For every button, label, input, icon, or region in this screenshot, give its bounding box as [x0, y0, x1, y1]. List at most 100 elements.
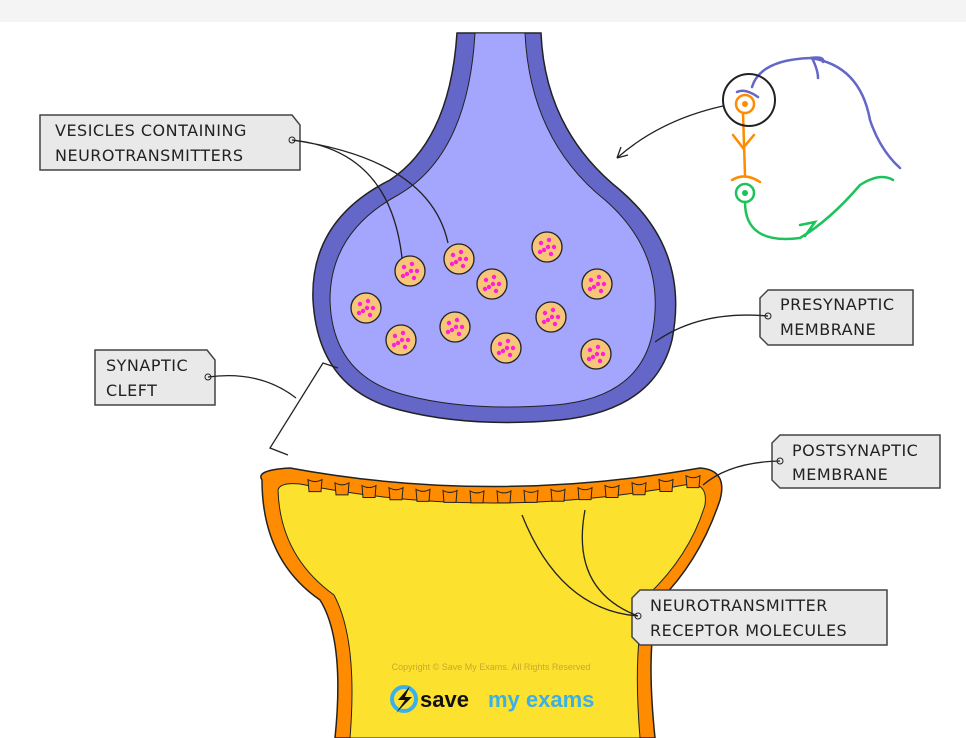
neurotransmitter — [550, 307, 556, 313]
neurotransmitter — [500, 348, 506, 354]
label-receptor-molecules: NEUROTRANSMITTER RECEPTOR MOLECULES — [631, 589, 888, 646]
svg-text:save: save — [420, 687, 469, 712]
vesicle-arrows — [291, 139, 449, 259]
neurotransmitter — [399, 337, 405, 343]
neurotransmitter — [365, 298, 371, 304]
neurotransmitter — [409, 261, 415, 267]
neurotransmitter — [595, 281, 601, 287]
svg-text:my exams: my exams — [488, 687, 594, 712]
neurotransmitter — [392, 333, 398, 339]
top-band — [0, 0, 966, 22]
neurotransmitter — [400, 330, 406, 336]
neurotransmitter — [482, 286, 488, 292]
label-postsynaptic-membrane: POSTSYNAPTIC MEMBRANE — [771, 434, 941, 489]
neurotransmitter — [549, 314, 555, 320]
neurotransmitter — [497, 341, 503, 347]
vesicle — [385, 324, 417, 356]
vesicle — [476, 268, 508, 300]
neurotransmitter — [453, 259, 459, 265]
receptor-molecule — [523, 489, 539, 503]
neurotransmitter — [537, 249, 543, 255]
label-synaptic-cleft: SYNAPTIC CLEFT — [94, 349, 216, 406]
receptor-molecule — [388, 486, 404, 501]
neurotransmitter — [456, 331, 462, 337]
svg-text:POSTSYNAPTIC: POSTSYNAPTIC — [792, 441, 918, 460]
svg-text:MEMBRANE: MEMBRANE — [780, 320, 876, 339]
neurotransmitter — [541, 247, 547, 253]
neurotransmitter — [370, 305, 376, 311]
neurotransmitter — [360, 308, 366, 314]
neurotransmitter — [486, 284, 492, 290]
vesicle — [531, 231, 563, 263]
receptor-molecule — [334, 481, 350, 496]
vesicle — [580, 338, 612, 370]
neurotransmitter — [505, 338, 511, 344]
vesicle — [535, 301, 567, 333]
presynaptic-neuron — [312, 32, 677, 424]
vesicle — [581, 268, 613, 300]
neurotransmitter — [450, 252, 456, 258]
neurotransmitter — [548, 251, 554, 257]
svg-text:PRESYNAPTIC: PRESYNAPTIC — [780, 295, 895, 314]
neurotransmitter — [546, 237, 552, 243]
neurotransmitter — [600, 351, 606, 357]
vesicle — [439, 311, 471, 343]
neurotransmitter — [587, 286, 593, 292]
receptor-molecule — [415, 488, 431, 502]
vesicle — [490, 332, 522, 364]
neurotransmitter — [454, 317, 460, 323]
neurotransmitter — [601, 281, 607, 287]
save-my-exams-logo: save my exams — [390, 685, 594, 713]
label-presynaptic-membrane: PRESYNAPTIC MEMBRANE — [759, 289, 914, 346]
neurotransmitter — [402, 344, 408, 350]
vesicle — [350, 292, 382, 324]
neurotransmitter — [401, 264, 407, 270]
svg-text:NEUROTRANSMITTER: NEUROTRANSMITTER — [650, 596, 828, 615]
neurotransmitter — [367, 312, 373, 318]
zoom-arrow — [616, 105, 724, 159]
neurotransmitter — [504, 345, 510, 351]
neurotransmitter — [491, 274, 497, 280]
neuron-pathway-icon — [722, 56, 902, 241]
neurotransmitter — [493, 288, 499, 294]
neurotransmitter — [404, 271, 410, 277]
neurotransmitter — [598, 288, 604, 294]
label-vesicles: VESICLES CONTAINING NEUROTRANSMITTERS — [39, 114, 301, 171]
receptor-molecule — [658, 478, 674, 492]
neurotransmitter — [460, 263, 466, 269]
neurotransmitter — [408, 268, 414, 274]
receptor-molecule — [361, 484, 377, 499]
neurotransmitter — [545, 244, 551, 250]
neurotransmitter — [551, 244, 557, 250]
neurotransmitter — [405, 337, 411, 343]
svg-text:CLEFT: CLEFT — [106, 381, 157, 400]
neurotransmitter — [463, 256, 469, 262]
neurotransmitter — [552, 321, 558, 327]
receptor-molecule — [631, 481, 647, 496]
neurotransmitter — [541, 319, 547, 325]
neurotransmitter — [510, 345, 516, 351]
neurotransmitter — [449, 327, 455, 333]
neurotransmitter — [587, 347, 593, 353]
copyright-text: Copyright © Save My Exams. All Rights Re… — [392, 662, 591, 672]
neurotransmitter — [459, 324, 465, 330]
svg-text:NEUROTRANSMITTERS: NEUROTRANSMITTERS — [55, 146, 243, 165]
neurotransmitter — [590, 354, 596, 360]
vesicle — [394, 255, 426, 287]
neurotransmitter — [445, 329, 451, 335]
receptor-molecule — [496, 490, 512, 504]
neurotransmitter — [457, 256, 463, 262]
receptor-molecule — [604, 484, 620, 498]
neurotransmitter — [395, 340, 401, 346]
neurotransmitter — [538, 240, 544, 246]
neurotransmitter — [446, 320, 452, 326]
neurotransmitter — [483, 277, 489, 283]
neurotransmitter — [591, 284, 597, 290]
neurotransmitter — [588, 277, 594, 283]
vesicle — [443, 243, 475, 275]
neurotransmitter — [357, 301, 363, 307]
neurotransmitter — [411, 275, 417, 281]
neurotransmitter — [496, 281, 502, 287]
neurotransmitter — [542, 310, 548, 316]
